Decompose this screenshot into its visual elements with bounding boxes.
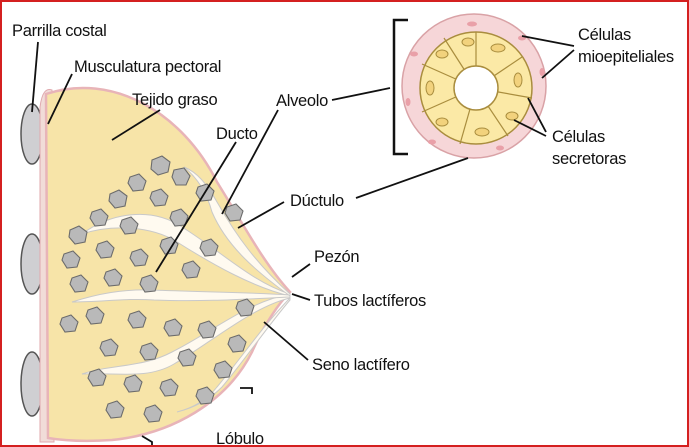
alveolus-lumen: [454, 66, 498, 110]
label-pezon: Pezón: [314, 248, 359, 266]
label-celulas-secretoras-1: Células: [552, 128, 605, 146]
label-tubos-lactiferos: Tubos lactíferos: [314, 292, 426, 310]
label-celulas-mioepiteliales-1: Células: [578, 26, 631, 44]
label-musculatura-pectoral: Musculatura pectoral: [74, 58, 221, 76]
label-celulas-mioepiteliales-2: mioepiteliales: [578, 48, 674, 66]
label-lobulo: Lóbulo: [216, 430, 264, 445]
label-tejido-graso: Tejido graso: [132, 91, 217, 109]
label-celulas-secretoras-2: secretoras: [552, 150, 626, 168]
label-ductulo: Dúctulo: [290, 192, 344, 210]
label-parrilla-costal: Parrilla costal: [12, 22, 107, 40]
label-seno-lactifero: Seno lactífero: [312, 356, 410, 374]
label-ducto: Ducto: [216, 125, 258, 143]
label-alveolo: Alveolo: [276, 92, 328, 110]
